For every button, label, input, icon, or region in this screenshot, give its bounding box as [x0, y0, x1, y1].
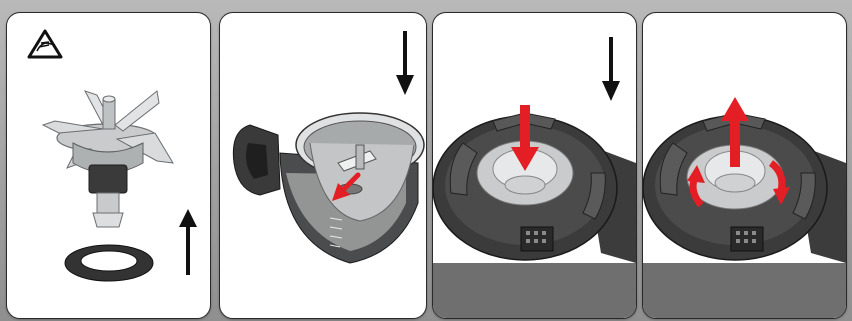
step-4-illustration — [643, 13, 846, 318]
jug-base — [433, 113, 636, 318]
jug-base — [643, 113, 846, 318]
down-arrow-icon — [396, 31, 414, 95]
step-4-panel — [642, 12, 847, 319]
up-arrow-icon — [179, 209, 197, 275]
step-2-panel — [219, 12, 427, 319]
hand-warning-icon — [29, 31, 61, 57]
sealing-ring — [65, 245, 153, 281]
jug-bowl — [233, 113, 424, 263]
down-arrow-icon — [602, 37, 620, 101]
blade-assembly — [43, 91, 173, 227]
step-1-illustration — [7, 13, 210, 318]
step-2-illustration — [220, 13, 426, 318]
step-3-panel — [432, 12, 637, 319]
step-1-panel — [6, 12, 211, 319]
step-3-illustration — [433, 13, 636, 318]
